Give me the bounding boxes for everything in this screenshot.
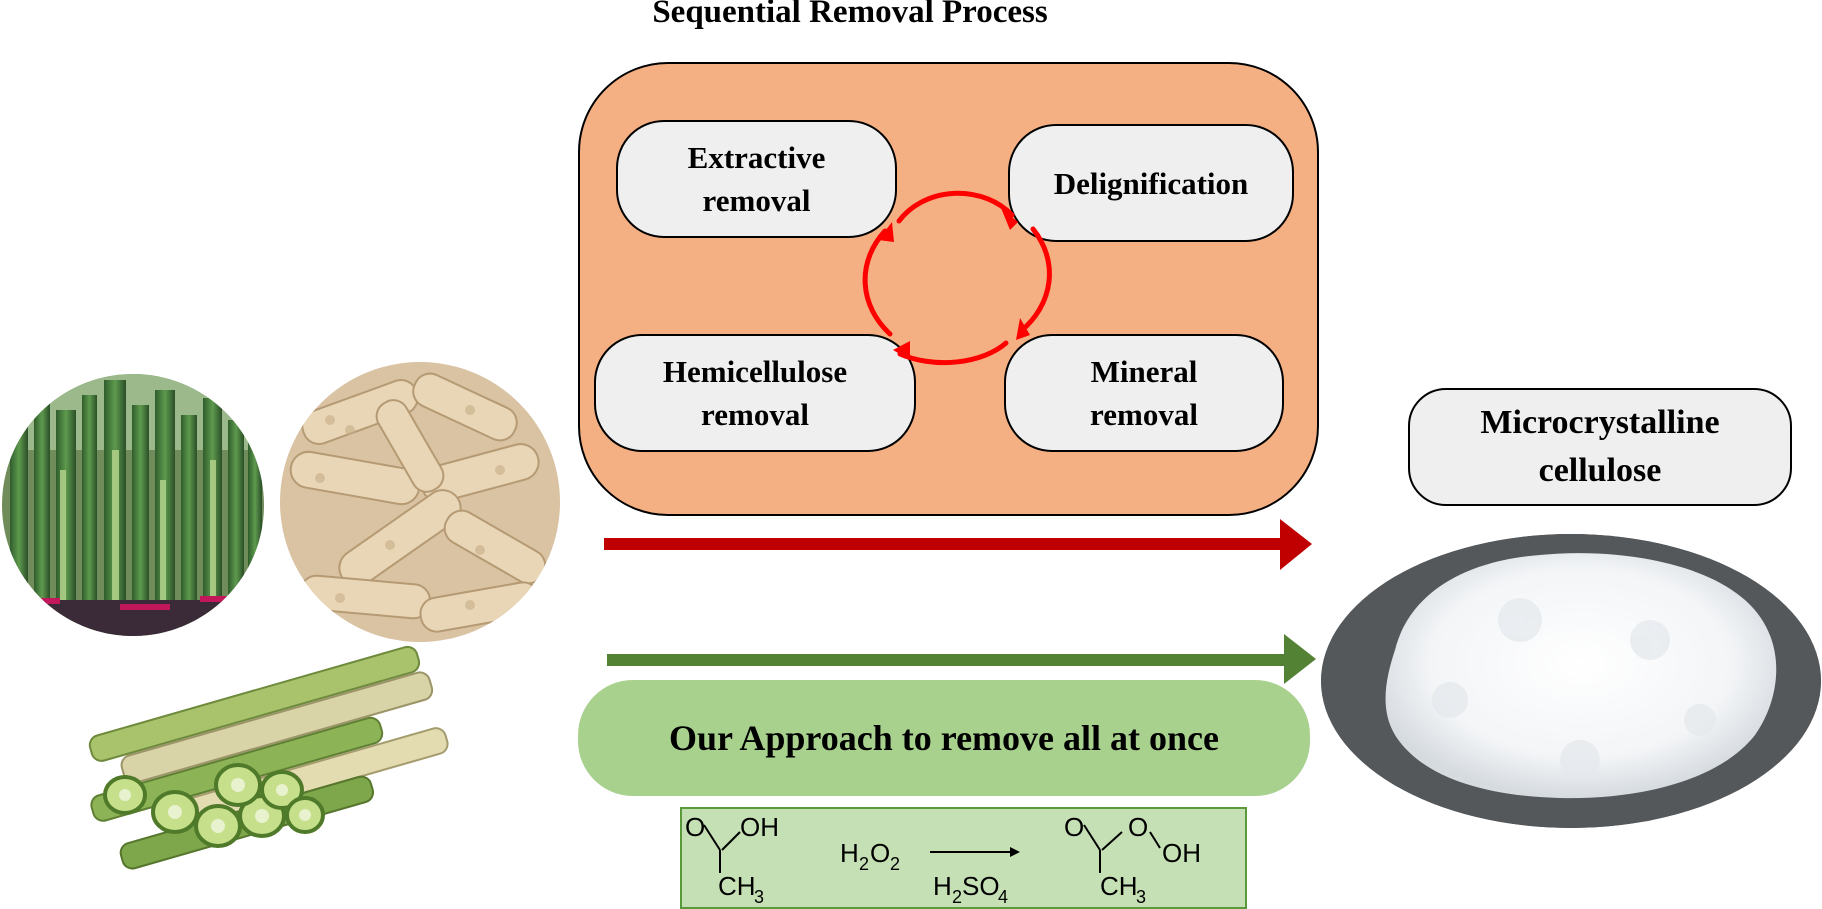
reagent-o-sub: 2 [890,854,900,874]
reaction-box [680,807,1247,909]
reactant-ch: CH [718,871,756,901]
step-mineral-removal: Mineral removal [1004,334,1284,452]
step-extractive-line2: removal [702,183,811,218]
reagent-o: O [870,838,890,868]
step-hemicellulose-removal: Hemicellulose removal [594,334,916,452]
step-hemicellulose-line1: Hemicellulose [662,354,848,389]
cycle-arrow-right [1018,226,1052,334]
cycle-arrowhead-top [1001,208,1018,230]
catalyst-h: H [933,871,952,901]
diagram-title: Sequential Removal Process [652,0,1048,30]
product-o2: O [1128,812,1148,842]
approach-box: Our Approach to remove all at once [578,680,1310,796]
product-ch-sub: 3 [1136,887,1146,907]
biomass-photo-dragon-fruit [2,374,264,636]
product-label-box: Microcrystalline cellulose [1408,388,1792,506]
reagent-h: H [840,838,859,868]
cycle-arrowheads [878,208,1030,360]
approach-label: Our Approach to remove all at once [669,718,1219,758]
reactant-o: O [685,812,705,842]
step-extractive-line1: Extractive [687,140,826,175]
catalyst-h-sub: 2 [952,887,962,907]
cycle-arrow-left [862,228,893,337]
step-delignification: Delignification [1008,124,1294,242]
approach-arrow [607,634,1316,684]
catalyst-so-sub: 4 [998,887,1008,907]
biomass-photo-corn-cobs [280,362,560,642]
product-oh: OH [1162,838,1201,868]
cycle-arrowhead-left [878,222,894,242]
biomass-photo-sugarcane [88,645,449,870]
step-extractive-removal: Extractive removal [616,120,897,238]
cycle-arrow-bottom [897,340,1009,366]
product-photo-cellulose-powder [1321,534,1821,828]
cycle-arrowhead-bottom [893,341,910,360]
catalyst-so: SO [962,871,1000,901]
peracetic-acid-structure [1083,824,1161,873]
step-mineral-line1: Mineral [1090,354,1198,389]
step-hemicellulose-line2: removal [701,397,809,432]
product-o: O [1064,812,1084,842]
sequential-arrow [604,519,1312,570]
step-mineral-line2: removal [1090,397,1198,432]
cycle-arrows [862,190,1052,366]
cycle-arrow-top [896,190,1015,224]
acetic-acid-structure [703,824,741,873]
product-ch: CH [1100,871,1138,901]
reactant-ch-sub: 3 [754,887,764,907]
reactant-oh: OH [740,812,779,842]
step-delignification-label: Delignification [1053,165,1249,201]
cycle-arrowhead-right [1016,318,1030,340]
reaction-scheme: O OH CH 3 H 2 O 2 H 2 SO 4 O O OH CH 3 [685,812,1201,907]
product-label-line2: cellulose [1538,452,1662,489]
reaction-arrow [930,847,1020,857]
product-label-line1: Microcrystalline [1480,404,1720,441]
reagent-h-sub: 2 [859,854,869,874]
